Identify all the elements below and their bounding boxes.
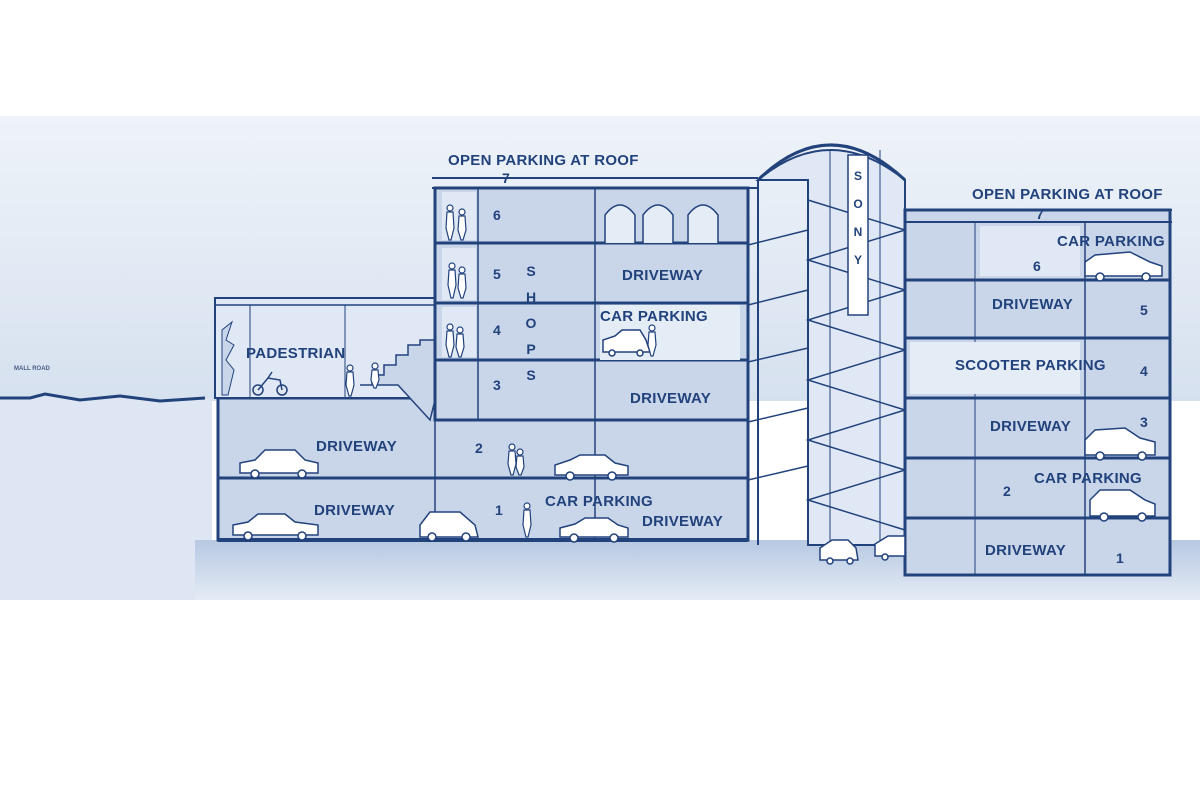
right-level-2: 2 bbox=[1003, 483, 1011, 499]
person-icon bbox=[457, 266, 467, 299]
person-icon bbox=[515, 448, 525, 476]
label-right-car-parking-2: CAR PARKING bbox=[1034, 470, 1143, 487]
left-level-5: 5 bbox=[493, 266, 501, 282]
right-level-3: 3 bbox=[1140, 414, 1148, 430]
left-level-6: 6 bbox=[493, 207, 501, 223]
car-icon bbox=[239, 449, 319, 479]
car-icon bbox=[232, 513, 319, 541]
left-level-4: 4 bbox=[493, 322, 501, 338]
person-icon bbox=[447, 262, 457, 299]
label-open-parking-roof-left: OPEN PARKING AT ROOF bbox=[448, 152, 639, 169]
label-left-driveway-3: DRIVEWAY bbox=[630, 390, 712, 407]
car-icon bbox=[1084, 427, 1156, 461]
person-icon bbox=[445, 204, 455, 241]
label-left-car-parking-4: CAR PARKING bbox=[600, 308, 709, 325]
person-icon bbox=[455, 326, 465, 358]
label-right-driveway-3: DRIVEWAY bbox=[990, 418, 1072, 435]
right-level-4: 4 bbox=[1140, 363, 1148, 379]
car-icon bbox=[874, 535, 906, 561]
car-icons bbox=[232, 251, 1163, 565]
person-icon bbox=[345, 364, 355, 397]
label-right-car-parking-6: CAR PARKING bbox=[1057, 233, 1166, 250]
person-icon bbox=[522, 502, 532, 538]
person-icon bbox=[457, 208, 467, 241]
tree-icon bbox=[221, 320, 235, 396]
label-right-driveway-1: DRIVEWAY bbox=[985, 542, 1067, 559]
sign-pillar bbox=[847, 154, 869, 316]
mall-road-profile bbox=[0, 392, 206, 403]
left-level-2: 2 bbox=[475, 440, 483, 456]
left-level-7: 7 bbox=[502, 170, 510, 186]
car-icon bbox=[1089, 489, 1156, 522]
car-icon bbox=[819, 539, 859, 565]
label-pedestrian: PADESTRIAN bbox=[246, 345, 346, 362]
label-mall-road: MALL ROAD bbox=[14, 366, 50, 372]
right-level-1: 1 bbox=[1116, 550, 1124, 566]
person-icon bbox=[647, 324, 657, 357]
person-icons bbox=[345, 204, 657, 538]
label-left-driveway-1: DRIVEWAY bbox=[314, 502, 396, 519]
label-left-car-parking-1: CAR PARKING bbox=[545, 493, 654, 510]
car-icon bbox=[559, 517, 629, 543]
left-level-1: 1 bbox=[495, 502, 503, 518]
label-right-driveway-5: DRIVEWAY bbox=[992, 296, 1074, 313]
person-icon bbox=[370, 362, 380, 389]
label-left-driveway-1b: DRIVEWAY bbox=[642, 513, 724, 530]
right-level-6: 6 bbox=[1033, 258, 1041, 274]
right-level-7: 7 bbox=[1036, 206, 1044, 222]
label-left-driveway-2: DRIVEWAY bbox=[316, 438, 398, 455]
label-right-scooter-parking-4: SCOOTER PARKING bbox=[955, 357, 1106, 374]
car-icon bbox=[419, 511, 479, 542]
car-icon bbox=[554, 454, 629, 481]
right-level-5: 5 bbox=[1140, 302, 1148, 318]
ground bbox=[0, 394, 212, 600]
motorcycle-icon bbox=[252, 371, 288, 396]
person-icon bbox=[445, 323, 455, 358]
label-open-parking-roof-right: OPEN PARKING AT ROOF bbox=[972, 186, 1163, 203]
ramp-lines bbox=[747, 199, 908, 531]
car-icon bbox=[1084, 251, 1163, 282]
left-level-3: 3 bbox=[493, 377, 501, 393]
person-icon bbox=[507, 443, 517, 476]
label-left-driveway-5: DRIVEWAY bbox=[622, 267, 704, 284]
